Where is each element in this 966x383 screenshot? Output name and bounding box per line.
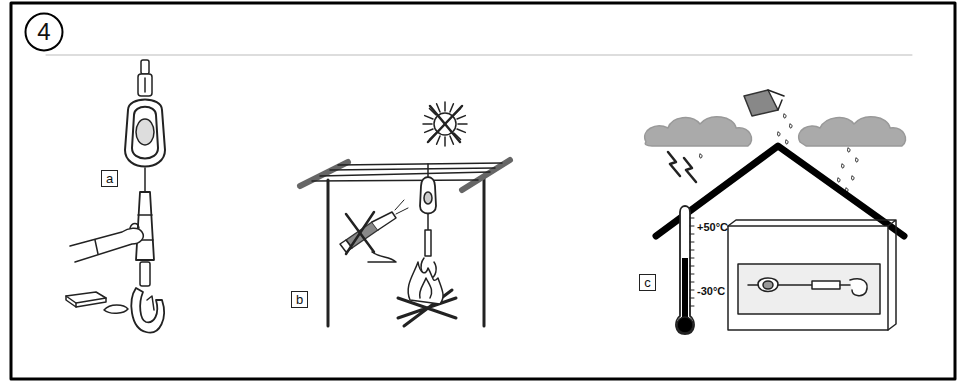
tick-mark: [690, 242, 694, 243]
panel-letter: c: [644, 276, 651, 289]
sun-ray: [437, 136, 440, 144]
panel-label: a: [101, 170, 118, 187]
frame: [11, 3, 955, 379]
temperature-label: +50°C: [697, 222, 728, 233]
lightning: [668, 152, 696, 182]
rain-drops: [699, 114, 858, 192]
sun-ray: [425, 116, 433, 119]
stored-device: [748, 278, 867, 296]
step-number-text: 4: [37, 20, 50, 44]
sun-ray: [457, 129, 465, 132]
tick-mark: [690, 266, 694, 267]
sun-ray: [458, 123, 467, 125]
fire: [398, 262, 456, 326]
tick-mark: [690, 282, 694, 283]
hand: [70, 224, 143, 263]
tick-mark: [690, 274, 694, 275]
thermometer: [676, 206, 694, 334]
panel-letter: a: [106, 172, 113, 185]
sun-ray: [444, 137, 446, 146]
sun-ray: [444, 102, 446, 111]
tick-mark: [690, 298, 694, 299]
sun-ray: [423, 123, 432, 125]
tick-mark: [690, 250, 694, 251]
sun-ray: [437, 104, 440, 112]
tick-mark: [690, 234, 694, 235]
watering-can: [744, 90, 784, 116]
tick-mark: [690, 258, 694, 259]
sun-ray: [425, 129, 433, 132]
sun-crossed: [423, 102, 467, 146]
tick-mark: [690, 306, 694, 307]
roof: [656, 146, 904, 236]
sun-ray: [450, 136, 453, 144]
sun-ray: [457, 116, 465, 119]
lanyard-device-a: [125, 60, 165, 333]
sun-ray: [450, 104, 453, 112]
panel-label: b: [291, 291, 308, 308]
temperature-label: -30°C: [697, 286, 725, 297]
panel-letter: b: [296, 293, 303, 306]
panel-label: c: [639, 274, 656, 291]
rule-line: [46, 55, 912, 56]
drying-rack: [300, 160, 510, 326]
clouds: [645, 117, 906, 146]
step-number: 4: [24, 12, 64, 52]
tick-mark: [690, 226, 694, 227]
hanging-device: [420, 164, 436, 278]
cutting-tool-crossed: [340, 200, 408, 262]
tick-mark: [690, 290, 694, 291]
tick-mark: [690, 218, 694, 219]
storage-box: [728, 220, 896, 330]
cleaning-cloth-and-soap: [66, 292, 128, 313]
